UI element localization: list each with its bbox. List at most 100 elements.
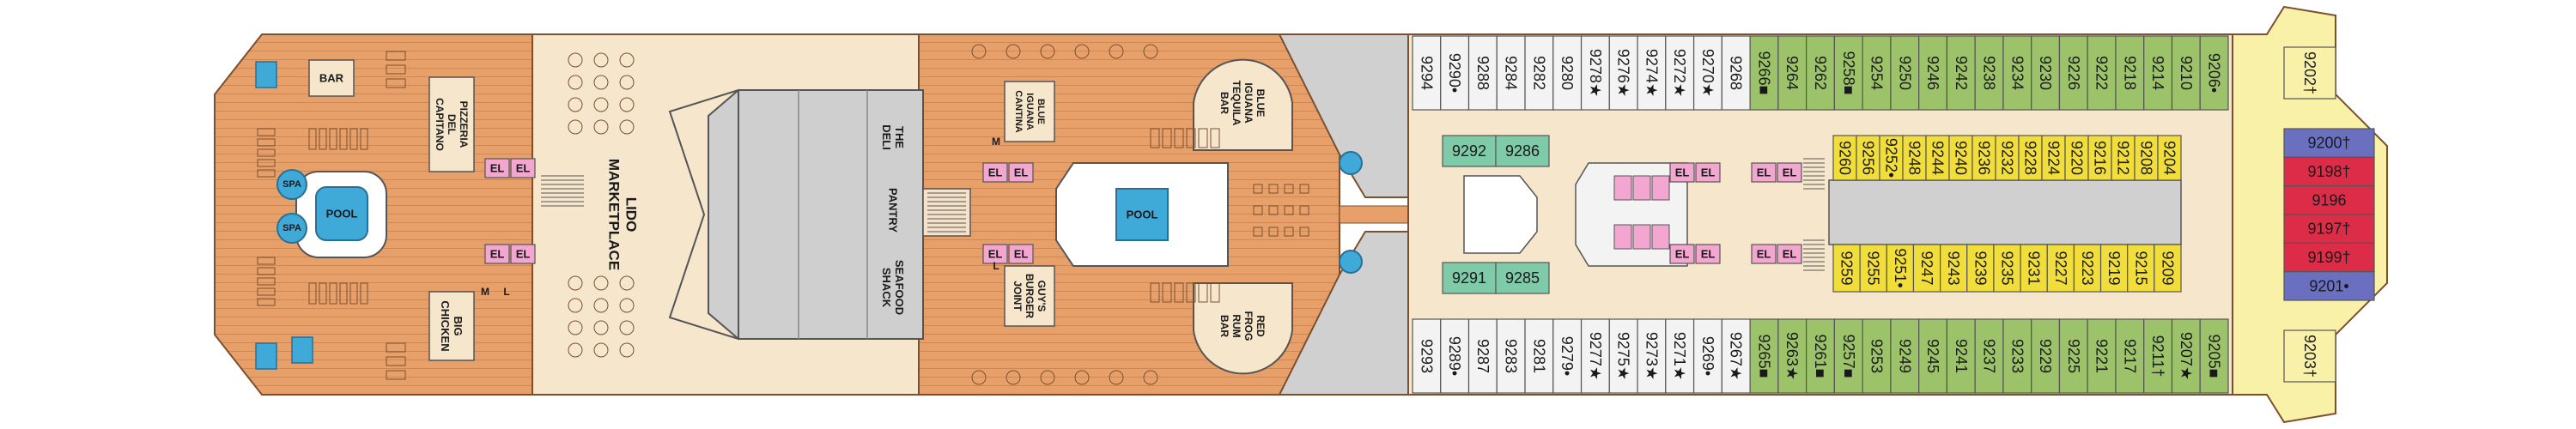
spa-2[interactable]: [276, 213, 307, 244]
cabin-9261[interactable]: 9261■: [1806, 318, 1835, 394]
cabin-9250[interactable]: 9250: [1890, 35, 1920, 111]
cabin-9246[interactable]: 9246: [1918, 35, 1948, 111]
cabin-9199[interactable]: 9199†: [2283, 242, 2375, 273]
cabin-9226[interactable]: 9226: [2058, 35, 2088, 111]
cabin-9238[interactable]: 9238: [1974, 35, 2004, 111]
cabin-9203[interactable]: 9203†: [2283, 329, 2336, 383]
cabin-9206[interactable]: 9206•: [2199, 35, 2229, 111]
cabin-9198[interactable]: 9198†: [2283, 156, 2375, 187]
cabin-9233[interactable]: 9233: [2002, 318, 2032, 394]
cabin-9228[interactable]: 9228: [2018, 135, 2043, 181]
cabin-9281[interactable]: 9281: [1524, 318, 1554, 394]
cabin-9289[interactable]: 9289•: [1440, 318, 1470, 394]
cabin-9202[interactable]: 9202†: [2283, 46, 2336, 100]
cabin-9224[interactable]: 9224: [2041, 135, 2066, 181]
cabin-9243[interactable]: 9243: [1940, 244, 1968, 293]
cabin-9214[interactable]: 9214: [2143, 35, 2173, 111]
cabin-9240[interactable]: 9240: [1948, 135, 1973, 181]
cabin-9242[interactable]: 9242: [1946, 35, 1976, 111]
cabin-9292[interactable]: 9292: [1442, 135, 1497, 167]
cabin-9254[interactable]: 9254: [1862, 35, 1892, 111]
cabin-9205[interactable]: 9205■: [2199, 318, 2229, 394]
mid-spa-1[interactable]: [1339, 151, 1363, 175]
cabin-9269[interactable]: 9269•: [1692, 318, 1722, 394]
cabin-9286[interactable]: 9286: [1495, 135, 1550, 167]
mid-spa-2[interactable]: [1339, 250, 1363, 274]
cabin-9276[interactable]: 9276★: [1608, 35, 1638, 111]
cabin-9259[interactable]: 9259: [1832, 244, 1861, 293]
cabin-9274[interactable]: 9274★: [1637, 35, 1667, 111]
cabin-9207[interactable]: 9207★: [2171, 318, 2201, 394]
cabin-9241[interactable]: 9241: [1946, 318, 1976, 394]
cabin-9278[interactable]: 9278★: [1580, 35, 1610, 111]
cabin-9257[interactable]: 9257■: [1833, 318, 1863, 394]
cabin-9294[interactable]: 9294: [1412, 35, 1442, 111]
cabin-9215[interactable]: 9215: [2127, 244, 2155, 293]
cabin-9239[interactable]: 9239: [1966, 244, 1995, 293]
cabin-9197[interactable]: 9197†: [2283, 214, 2375, 244]
cabin-9252[interactable]: 9252•: [1879, 135, 1904, 181]
cabin-9264[interactable]: 9264: [1777, 35, 1807, 111]
cabin-9280[interactable]: 9280: [1552, 35, 1583, 111]
cabin-9290[interactable]: 9290•: [1440, 35, 1470, 111]
cabin-9217[interactable]: 9217: [2115, 318, 2145, 394]
cabin-9255[interactable]: 9255: [1859, 244, 1887, 293]
cabin-9267[interactable]: 9267★: [1721, 318, 1751, 394]
spa-1[interactable]: [276, 169, 307, 200]
cabin-9235[interactable]: 9235: [1993, 244, 2021, 293]
cabin-9288[interactable]: 9288: [1467, 35, 1498, 111]
aft-pool[interactable]: [315, 186, 368, 241]
cabin-9249[interactable]: 9249: [1890, 318, 1920, 394]
cabin-9271[interactable]: 9271★: [1665, 318, 1695, 394]
cabin-9247[interactable]: 9247: [1912, 244, 1941, 293]
cabin-9222[interactable]: 9222: [2087, 35, 2117, 111]
cabin-9196[interactable]: 9196: [2283, 185, 2375, 215]
cabin-9225[interactable]: 9225: [2058, 318, 2088, 394]
cabin-9282[interactable]: 9282: [1524, 35, 1554, 111]
cabin-9273[interactable]: 9273★: [1637, 318, 1667, 394]
cabin-9275[interactable]: 9275★: [1608, 318, 1638, 394]
cabin-9232[interactable]: 9232: [1995, 135, 2020, 181]
cabin-9293[interactable]: 9293: [1412, 318, 1442, 394]
mid-pool[interactable]: [1115, 188, 1169, 241]
cabin-9284[interactable]: 9284: [1496, 35, 1526, 111]
cabin-9229[interactable]: 9229: [2031, 318, 2061, 394]
cabin-9230[interactable]: 9230: [2031, 35, 2061, 111]
cabin-9266[interactable]: 9266■: [1749, 35, 1779, 111]
cabin-9277[interactable]: 9277★: [1580, 318, 1610, 394]
cabin-9218[interactable]: 9218: [2115, 35, 2145, 111]
cabin-9272[interactable]: 9272★: [1665, 35, 1695, 111]
cabin-9208[interactable]: 9208: [2134, 135, 2159, 181]
cabin-9283[interactable]: 9283: [1496, 318, 1526, 394]
cabin-9237[interactable]: 9237: [1974, 318, 2004, 394]
cabin-9260[interactable]: 9260: [1832, 135, 1857, 181]
cabin-9219[interactable]: 9219: [2099, 244, 2129, 293]
cabin-9221[interactable]: 9221: [2087, 318, 2117, 394]
cabin-9244[interactable]: 9244: [1925, 135, 1950, 181]
cabin-9285[interactable]: 9285: [1495, 262, 1550, 294]
cabin-9231[interactable]: 9231: [2020, 244, 2048, 293]
cabin-9268[interactable]: 9268: [1721, 35, 1751, 111]
cabin-9204[interactable]: 9204: [2157, 135, 2182, 181]
cabin-9212[interactable]: 9212: [2111, 135, 2136, 181]
cabin-9258[interactable]: 9258■: [1833, 35, 1863, 111]
cabin-9251[interactable]: 9251•: [1886, 244, 1915, 293]
cabin-9210[interactable]: 9210: [2171, 35, 2201, 111]
cabin-9201[interactable]: 9201•: [2283, 271, 2375, 301]
cabin-9236[interactable]: 9236: [1971, 135, 1996, 181]
cabin-9245[interactable]: 9245: [1918, 318, 1948, 394]
cabin-9234[interactable]: 9234: [2002, 35, 2032, 111]
cabin-9291[interactable]: 9291: [1442, 262, 1497, 294]
cabin-9265[interactable]: 9265■: [1749, 318, 1779, 394]
cabin-9211[interactable]: 9211†: [2143, 318, 2173, 394]
cabin-9287[interactable]: 9287: [1467, 318, 1498, 394]
cabin-9256[interactable]: 9256: [1856, 135, 1880, 181]
cabin-9253[interactable]: 9253: [1862, 318, 1892, 394]
cabin-9200[interactable]: 9200†: [2283, 128, 2375, 158]
cabin-9216[interactable]: 9216: [2087, 135, 2112, 181]
cabin-9209[interactable]: 9209: [2154, 244, 2182, 293]
cabin-9263[interactable]: 9263★: [1777, 318, 1807, 394]
cabin-9279[interactable]: 9279•: [1552, 318, 1583, 394]
cabin-9248[interactable]: 9248: [1902, 135, 1927, 181]
cabin-9227[interactable]: 9227: [2046, 244, 2075, 293]
